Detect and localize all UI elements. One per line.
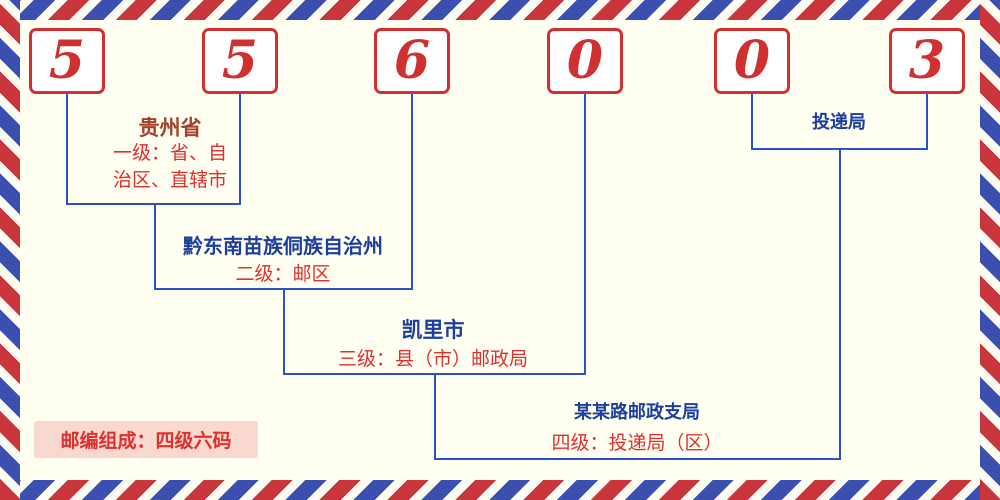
connector-line: [239, 94, 241, 205]
connector-line: [926, 94, 928, 150]
connector-line: [584, 94, 586, 375]
postal-digit-box-3: 6: [374, 28, 450, 94]
level4-description: 四级：投递局（区）: [551, 433, 723, 454]
connector-line: [434, 373, 436, 460]
level1-name: 贵州省: [138, 117, 202, 140]
postal-digit-5: 0: [733, 30, 771, 91]
level2-name: 黔东南苗族侗族自治州: [183, 236, 383, 258]
airmail-border-right: [980, 0, 1000, 500]
connector-line: [839, 148, 841, 460]
connector-line: [66, 203, 241, 205]
postal-digit-1: 5: [48, 30, 86, 91]
connector-line: [283, 288, 285, 375]
postal-digit-box-4: 0: [547, 28, 623, 94]
connector-line: [154, 203, 156, 290]
connector-line: [751, 94, 753, 150]
connector-line: [66, 94, 68, 205]
composition-badge: 邮编组成：四级六码: [34, 421, 258, 458]
airmail-border-bottom: [0, 480, 1000, 500]
airmail-border-left: [0, 0, 20, 500]
level1-description-line1: 一级：省、自: [112, 143, 227, 164]
level2-description: 二级：邮区: [235, 264, 331, 285]
connector-line: [434, 458, 841, 460]
connector-line: [411, 94, 413, 290]
postal-digit-6: 3: [908, 30, 946, 91]
level4-name: 某某路邮政支局: [574, 402, 700, 422]
postal-digit-box-2: 5: [202, 28, 278, 94]
level1-description-line2: 治区、直辖市: [112, 170, 227, 191]
postal-digit-box-1: 5: [29, 28, 105, 94]
postal-digit-4: 0: [566, 30, 604, 91]
postal-digit-2: 5: [221, 30, 259, 91]
postal-digit-box-5: 0: [714, 28, 790, 94]
level1-description: 一级：省、自 治区、直辖市: [95, 140, 245, 194]
postal-digit-3: 6: [393, 30, 431, 91]
delivery-office-label: 投递局: [812, 112, 866, 132]
level3-name: 凯里市: [401, 319, 465, 342]
postal-digit-box-6: 3: [889, 28, 965, 94]
airmail-border-top: [0, 0, 1000, 20]
level3-description: 三级：县（市）邮政局: [337, 349, 528, 370]
